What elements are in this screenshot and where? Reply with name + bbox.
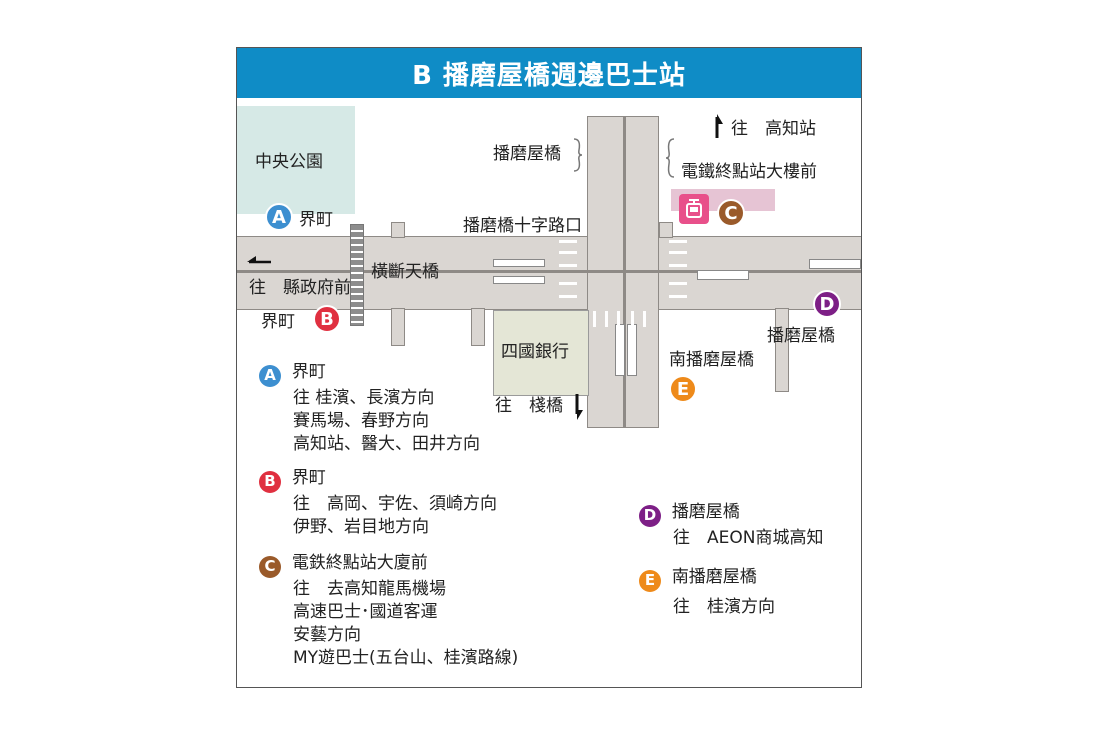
road-centerline: [623, 116, 626, 428]
dir-south-label: 往 棧橋: [495, 396, 563, 416]
stop-d-label: 播磨屋橋: [767, 326, 835, 346]
legend-c-badge: C: [259, 555, 281, 578]
legend-d-line: 往 AEON商城高知: [673, 527, 824, 548]
side-street: [659, 222, 673, 238]
stop-e-label: 南播磨屋橋: [669, 350, 754, 370]
bridge-label: 播磨屋橋: [493, 144, 561, 164]
legend-a-line: 往 桂濱、長濱方向: [293, 387, 435, 408]
tram-island: [615, 324, 625, 376]
stop-a-marker[interactable]: A: [265, 203, 293, 231]
central-park: [237, 106, 355, 214]
crosswalk: [559, 295, 577, 298]
legend-c-line: 高速巴士･國道客運: [293, 601, 438, 622]
stop-a-label: 界町: [299, 210, 333, 230]
arrow-up-icon: [715, 114, 723, 138]
legend-b-badge: B: [259, 470, 281, 493]
legend-a-line: 高知站、醫大、田井方向: [293, 433, 480, 454]
tram-station-label: 電鐵終點站大樓前: [681, 162, 817, 182]
crosswalk: [605, 311, 608, 327]
crosswalk: [669, 282, 687, 285]
legend-d-title: 播磨屋橋: [671, 502, 740, 522]
crosswalk: [669, 251, 687, 254]
crosswalk: [643, 311, 646, 327]
legend-e-line: 往 桂濱方向: [673, 596, 775, 617]
arrow-left-icon: [247, 256, 271, 264]
tram-island: [627, 324, 637, 376]
legend-c-line: 往 去高知龍馬機場: [293, 578, 446, 599]
stop-b-label: 界町: [261, 312, 295, 332]
dir-west-label: 往 縣政府前: [249, 278, 351, 298]
bank-block: [493, 310, 589, 396]
crosswalk: [669, 264, 687, 267]
legend-e-badge: E: [639, 569, 661, 592]
legend-c: C 電鉄終點站大廈前 往 去高知龍馬機場 高速巴士･國道客運 安藝方向 MY遊巴…: [259, 552, 518, 670]
tram-island: [809, 259, 861, 269]
bank-label: 四國銀行: [501, 342, 569, 362]
crosswalk: [669, 295, 687, 298]
tram-stop-icon: [679, 194, 709, 224]
side-street: [391, 308, 405, 346]
arrow-down-icon: [575, 394, 583, 420]
bracket-right-icon: [573, 138, 583, 172]
park-label: 中央公園: [255, 152, 323, 172]
stop-d-marker[interactable]: D: [813, 290, 841, 318]
legend-a-badge: A: [259, 364, 281, 387]
legend-b-line: 往 高岡、宇佐、須崎方向: [293, 493, 497, 514]
map-title: B 播磨屋橋週邊巴士站: [237, 48, 861, 98]
dir-north-label: 往 高知站: [731, 119, 816, 139]
map-frame: B 播磨屋橋週邊巴士站 中央公園: [236, 47, 862, 688]
legend-c-line: 安藝方向: [293, 624, 361, 645]
side-street: [471, 308, 485, 346]
bracket-left-icon: [665, 138, 675, 178]
crosswalk: [559, 251, 577, 254]
legend-d: D 播磨屋橋 往 AEON商城高知: [639, 501, 823, 550]
legend-a-title: 界町: [291, 362, 326, 382]
crosswalk: [559, 282, 577, 285]
legend-b: B 界町 往 高岡、宇佐、須崎方向 伊野、岩目地方向: [259, 467, 497, 539]
legend-a-line: 賽馬場、春野方向: [293, 410, 429, 431]
intersection-label: 播磨橋十字路口: [463, 216, 582, 236]
road-centerline: [237, 270, 861, 273]
legend-d-badge: D: [639, 504, 661, 527]
legend-b-line: 伊野、岩目地方向: [293, 516, 429, 537]
legend-c-title: 電鉄終點站大廈前: [291, 553, 428, 573]
stop-e-marker[interactable]: E: [669, 375, 697, 403]
legend-e-title: 南播磨屋橋: [671, 567, 757, 587]
legend-a: A 界町 往 桂濱、長濱方向 賽馬場、春野方向 高知站、醫大、田井方向: [259, 361, 480, 456]
crosswalk: [617, 311, 620, 327]
legend-c-line: MY遊巴士(五台山、桂濱路線): [293, 647, 519, 668]
tram-island: [493, 276, 545, 284]
legend-e: E 南播磨屋橋 往 桂濱方向: [639, 566, 775, 619]
crosswalk: [559, 240, 577, 243]
legend-b-title: 界町: [291, 468, 326, 488]
side-street: [391, 222, 405, 238]
crossing-label: 橫斷天橋: [371, 262, 439, 282]
tram-island: [493, 259, 545, 267]
crosswalk: [559, 264, 577, 267]
main-road: [237, 236, 861, 310]
crosswalk: [593, 311, 596, 327]
pedestrian-bridge: [350, 224, 364, 326]
crosswalk: [631, 311, 634, 327]
side-street: [775, 308, 789, 392]
tram-island: [697, 270, 749, 280]
crosswalk: [669, 240, 687, 243]
stop-b-marker[interactable]: B: [313, 305, 341, 333]
stop-c-marker[interactable]: C: [717, 199, 745, 227]
